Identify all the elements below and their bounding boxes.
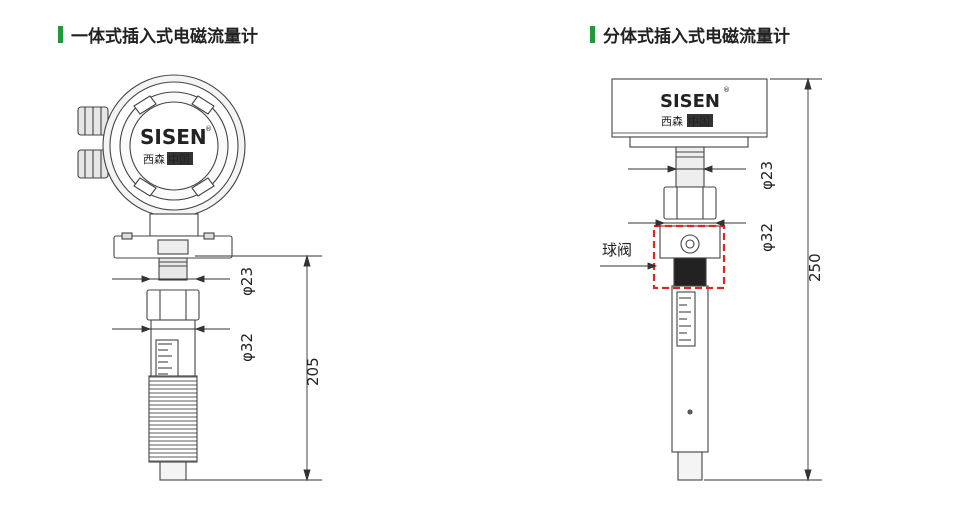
upper-stem xyxy=(158,257,188,281)
title-accent-bar xyxy=(590,26,595,43)
converter-housing xyxy=(102,74,246,218)
cable-gland-upper xyxy=(77,106,109,136)
brand-badge-text: 中国 xyxy=(168,153,190,166)
left-dim-length: 205 xyxy=(304,357,322,386)
brand-logo-text-right: SISEN xyxy=(660,91,720,112)
junction-box xyxy=(611,78,768,138)
brand-cn-text-right: 西森 xyxy=(661,114,683,128)
right-dim-phi32: φ32 xyxy=(758,223,776,252)
right-dim-length: 250 xyxy=(806,253,824,282)
left-diagram-title: 一体式插入式电磁流量计 xyxy=(58,22,258,47)
probe-tip-right xyxy=(677,451,703,481)
junction-box-base xyxy=(629,136,749,148)
housing-neck xyxy=(149,213,199,237)
dimension-lines-left xyxy=(112,254,322,482)
ball-valve-highlight-box xyxy=(652,224,726,290)
ribbed-sleeve xyxy=(148,375,198,463)
left-dim-phi32: φ32 xyxy=(238,333,256,362)
left-dim-phi23: φ23 xyxy=(238,267,256,296)
right-title-text: 分体式插入式电磁流量计 xyxy=(603,27,790,47)
integrated-flowmeter-drawing: SISEN ® 西森 中国 xyxy=(77,74,322,482)
ball-valve-label: 球阀 xyxy=(602,241,632,259)
probe-tip xyxy=(159,461,187,481)
brand-logo-text: SISEN xyxy=(140,125,207,149)
brand-badge-right xyxy=(687,114,713,127)
ball-valve xyxy=(659,225,721,287)
cable-gland-lower xyxy=(77,149,109,179)
hex-nut xyxy=(146,289,200,321)
right-dim-phi23: φ23 xyxy=(758,161,776,190)
left-title-text: 一体式插入式电磁流量计 xyxy=(71,27,258,47)
right-diagram-title: 分体式插入式电磁流量计 xyxy=(590,22,790,47)
registered-mark: ® xyxy=(205,125,212,133)
upper-stem-right xyxy=(675,146,705,188)
title-accent-bar xyxy=(58,26,63,43)
split-flowmeter-drawing xyxy=(600,77,822,482)
brand-badge xyxy=(167,152,193,165)
dimension-lines-right xyxy=(600,77,822,482)
registered-mark-right: ® xyxy=(723,86,730,94)
brand-cn-text: 西森 xyxy=(143,152,165,166)
scale-window-right xyxy=(676,291,696,347)
hex-nut-right xyxy=(663,186,717,220)
mounting-flange xyxy=(113,232,233,259)
brand-badge-text-right: 中国 xyxy=(688,115,710,128)
